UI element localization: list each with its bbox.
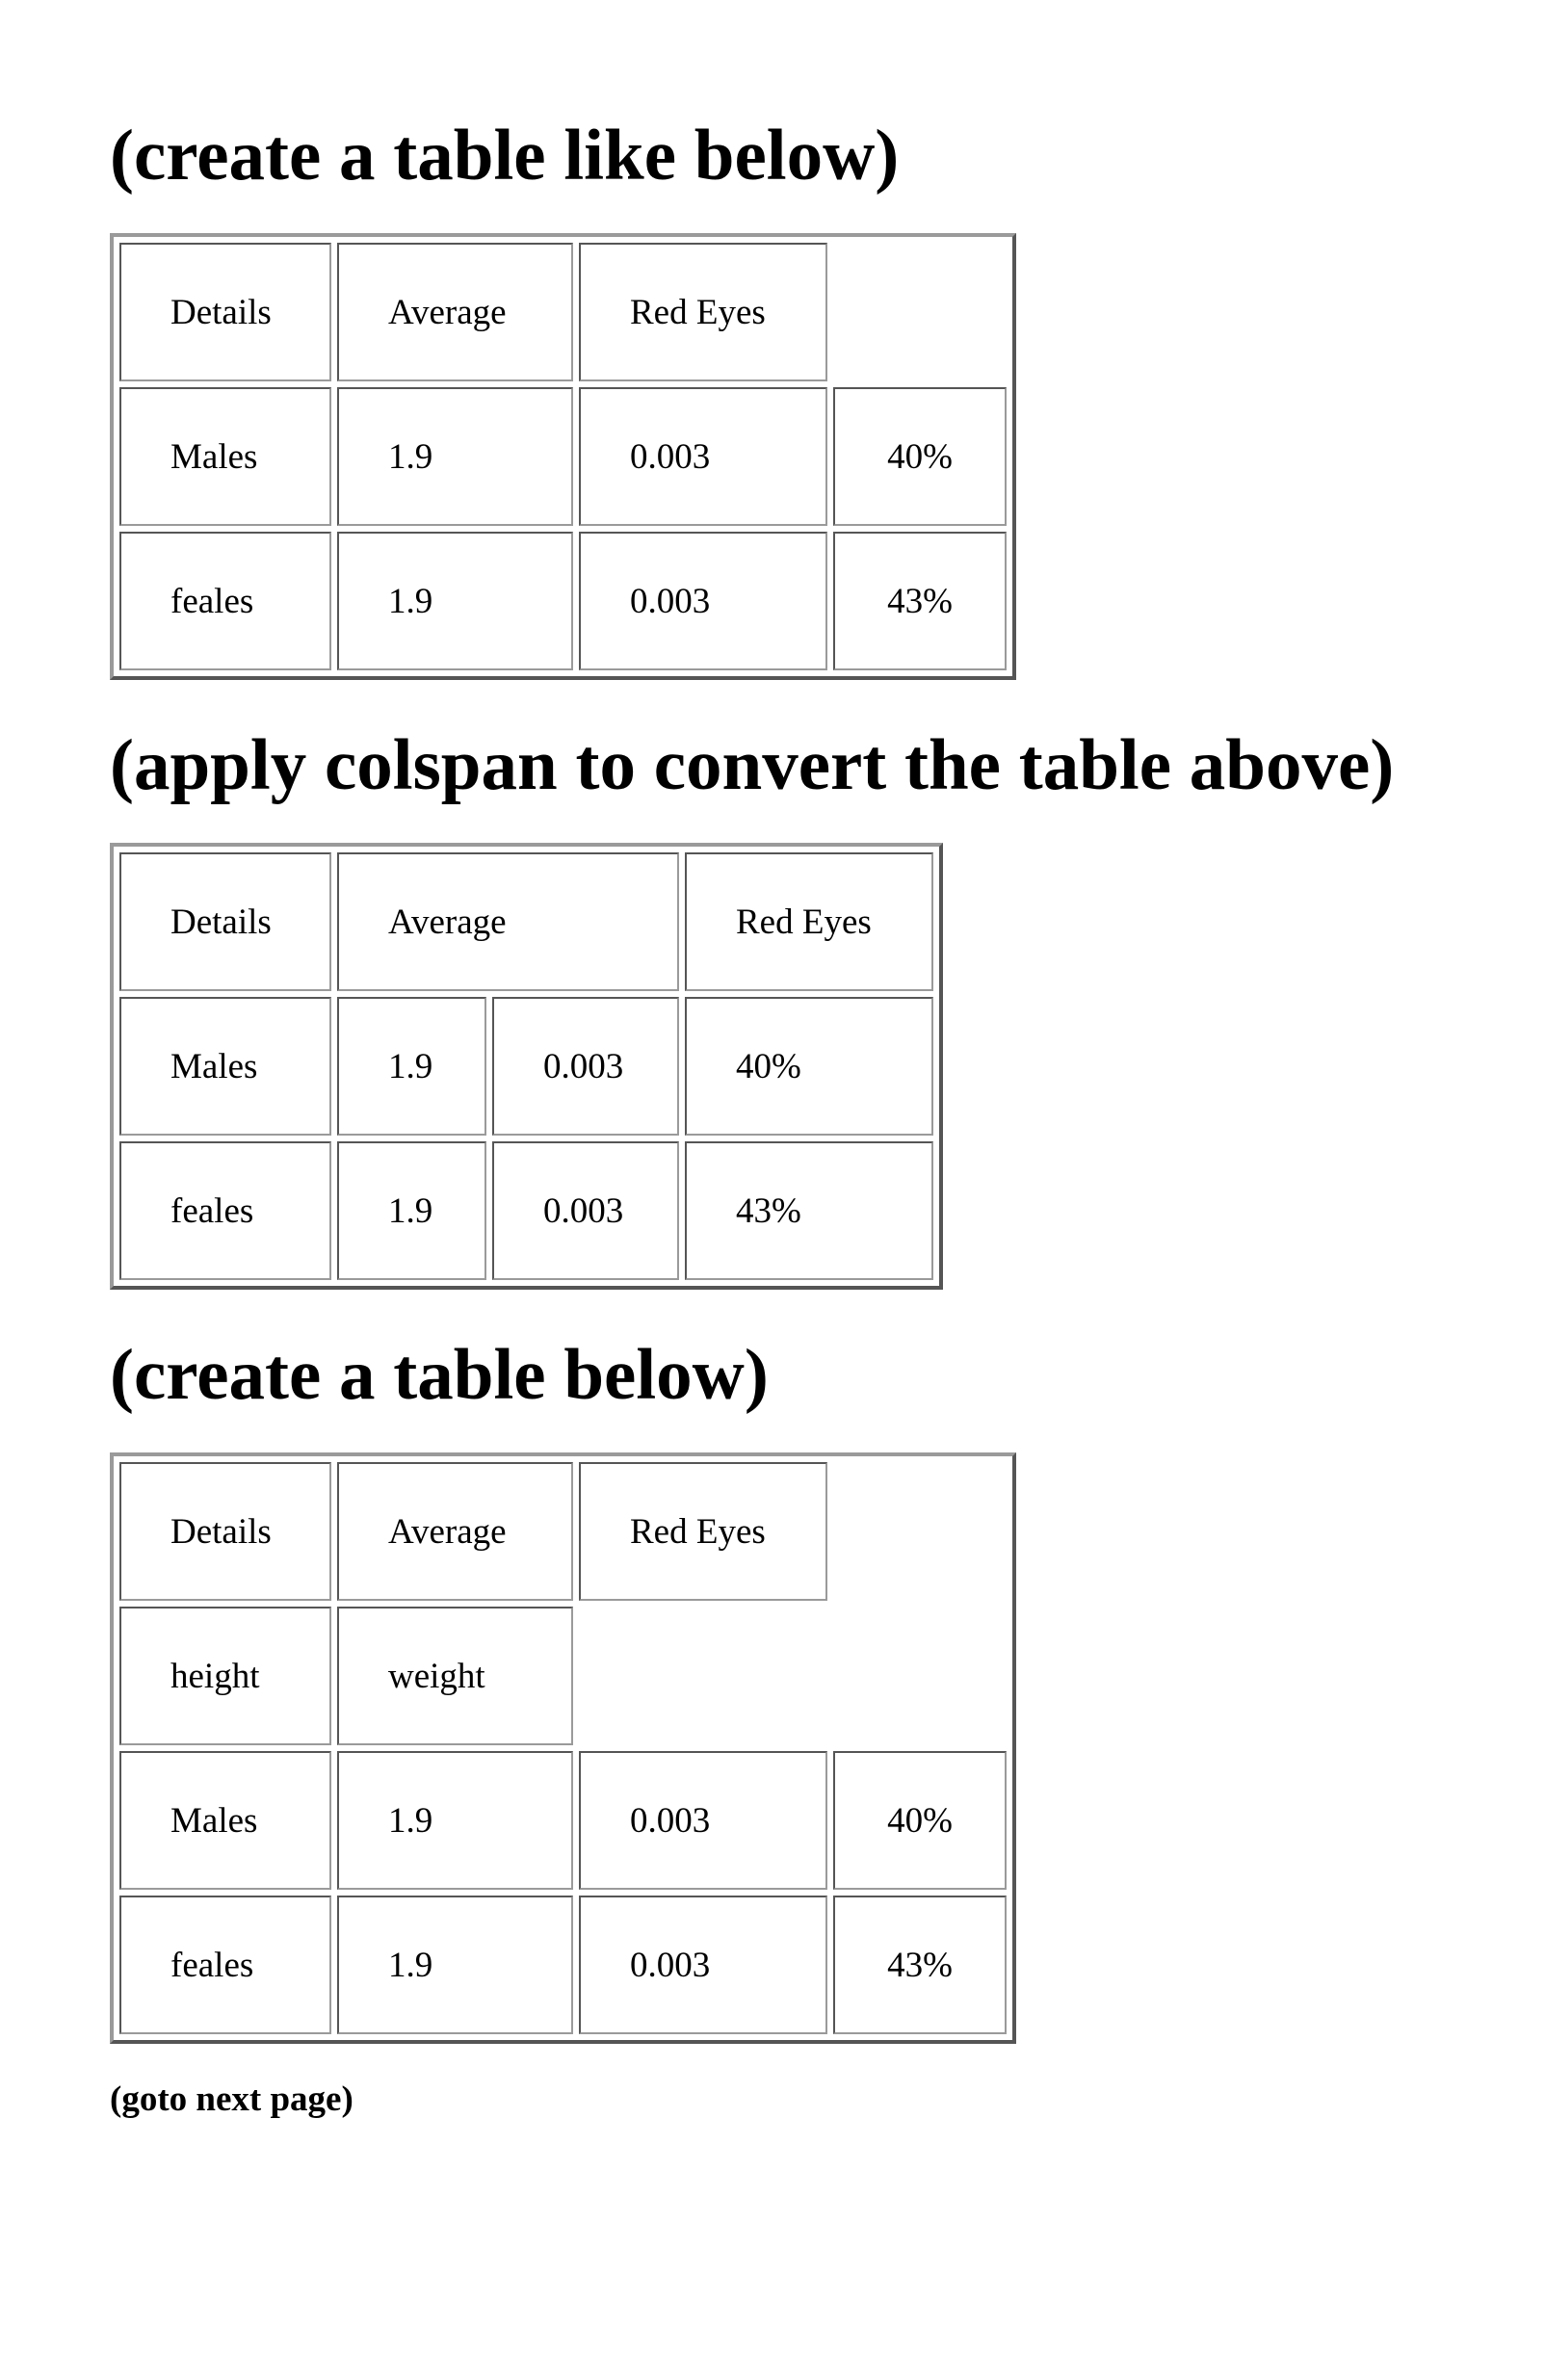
table-cell: 43% — [685, 1141, 933, 1280]
table-row: feales 1.9 0.003 43% — [119, 1141, 933, 1280]
table-row: feales 1.9 0.003 43% — [119, 532, 1007, 670]
table-cell: 0.003 — [579, 1896, 827, 2034]
table-header-row: Details Average Red Eyes — [119, 852, 933, 991]
empty-cell — [833, 243, 1007, 381]
table-cell: 43% — [833, 532, 1007, 670]
table-header-cell: Details — [119, 852, 331, 991]
table-cell: 43% — [833, 1896, 1007, 2034]
table-cell: 0.003 — [492, 997, 679, 1136]
table-header-cell: Red Eyes — [685, 852, 933, 991]
table-cell: 1.9 — [337, 1141, 486, 1280]
section-heading-create-table: (create a table like below) — [110, 116, 900, 196]
table-red-eyes-subheader: Details Average Red Eyes height weight M… — [110, 1452, 1016, 2044]
table-cell: feales — [119, 1141, 331, 1280]
table-row: feales 1.9 0.003 43% — [119, 1896, 1007, 2034]
table-cell: 1.9 — [337, 532, 573, 670]
goto-next-page-note: (goto next page) — [110, 2079, 354, 2119]
table-cell: feales — [119, 532, 331, 670]
section-heading-create-table-below: (create a table below) — [110, 1335, 769, 1415]
table-cell: Males — [119, 997, 331, 1136]
table-header-cell: Average — [337, 1462, 573, 1601]
table-header-cell: Red Eyes — [579, 1462, 827, 1601]
table-cell: 40% — [685, 997, 933, 1136]
table-subheader-cell: height — [119, 1607, 331, 1745]
empty-cell — [833, 1607, 1007, 1745]
page-content: (create a table like below) Details Aver… — [110, 0, 1535, 2121]
table-cell: 0.003 — [492, 1141, 679, 1280]
table-row: Males 1.9 0.003 40% — [119, 1751, 1007, 1890]
table-cell: 0.003 — [579, 1751, 827, 1890]
table-cell: Males — [119, 1751, 331, 1890]
empty-cell — [833, 1462, 1007, 1601]
table-cell: 1.9 — [337, 997, 486, 1136]
table-row: Males 1.9 0.003 40% — [119, 997, 933, 1136]
table-header-cell: Details — [119, 1462, 331, 1601]
section-heading-apply-colspan: (apply colspan to convert the table abov… — [110, 725, 1395, 805]
table-cell: feales — [119, 1896, 331, 2034]
table-header-cell: Details — [119, 243, 331, 381]
table-cell: 1.9 — [337, 1751, 573, 1890]
table-cell: 40% — [833, 387, 1007, 526]
empty-cell — [579, 1607, 827, 1745]
table-header-cell: Red Eyes — [579, 243, 827, 381]
table-cell: 1.9 — [337, 387, 573, 526]
table-subheader-cell: weight — [337, 1607, 573, 1745]
table-header-cell: Average — [337, 852, 679, 991]
table-header-row: Details Average Red Eyes — [119, 1462, 1007, 1601]
table-cell: 0.003 — [579, 387, 827, 526]
table-cell: 1.9 — [337, 1896, 573, 2034]
table-red-eyes-colspan: Details Average Red Eyes Males 1.9 0.003… — [110, 843, 943, 1290]
table-header-row: Details Average Red Eyes — [119, 243, 1007, 381]
table-cell: 0.003 — [579, 532, 827, 670]
table-red-eyes-basic: Details Average Red Eyes Males 1.9 0.003… — [110, 233, 1016, 680]
table-row: Males 1.9 0.003 40% — [119, 387, 1007, 526]
table-header-cell: Average — [337, 243, 573, 381]
table-subheader-row: height weight — [119, 1607, 1007, 1745]
table-cell: 40% — [833, 1751, 1007, 1890]
table-cell: Males — [119, 387, 331, 526]
